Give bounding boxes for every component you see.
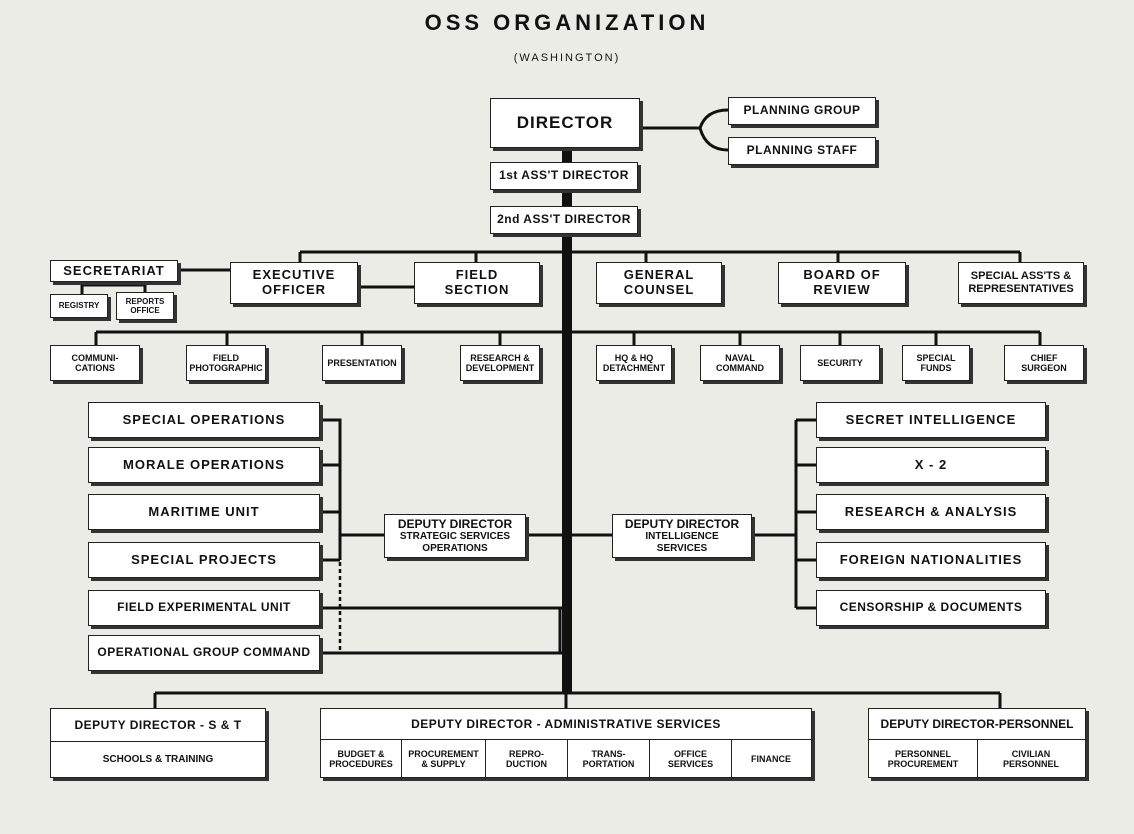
reproduction-cell[interactable]: REPRO- DUCTION [485,739,567,779]
research-analysis-box[interactable]: RESEARCH & ANALYSIS [816,494,1046,530]
censorship-documents-box[interactable]: CENSORSHIP & DOCUMENTS [816,590,1046,626]
special-projects-box[interactable]: SPECIAL PROJECTS [88,542,320,578]
security-box[interactable]: SECURITY [800,345,880,381]
deputy-director-admin-group[interactable]: DEPUTY DIRECTOR - ADMINISTRATIVE SERVICE… [320,708,812,779]
naval-command-box[interactable]: NAVAL COMMAND [700,345,780,381]
board-of-review-box[interactable]: BOARD OF REVIEW [778,262,906,304]
morale-operations-box[interactable]: MORALE OPERATIONS [88,447,320,483]
planning-staff-box[interactable]: PLANNING STAFF [728,137,876,165]
special-funds-box[interactable]: SPECIAL FUNDS [902,345,970,381]
communications-box[interactable]: COMMUNI- CATIONS [50,345,140,381]
office-services-cell[interactable]: OFFICE SERVICES [649,739,731,779]
field-experimental-unit-box[interactable]: FIELD EXPERIMENTAL UNIT [88,590,320,626]
x2-box[interactable]: X - 2 [816,447,1046,483]
deputy-director-intelligence-box[interactable]: DEPUTY DIRECTOR INTELLIGENCE SERVICES [612,514,752,558]
research-development-box[interactable]: RESEARCH & DEVELOPMENT [460,345,540,381]
second-asst-director-box[interactable]: 2nd ASS'T DIRECTOR [490,206,638,234]
general-counsel-box[interactable]: GENERAL COUNSEL [596,262,722,304]
deputy-director-ss-operations-box[interactable]: DEPUTY DIRECTOR STRATEGIC SERVICES OPERA… [384,514,526,558]
transportation-cell[interactable]: TRANS- PORTATION [567,739,649,779]
executive-officer-box[interactable]: EXECUTIVE OFFICER [230,262,358,304]
st-header: DEPUTY DIRECTOR - S & T [51,709,265,742]
director-box[interactable]: DIRECTOR [490,98,640,148]
schools-training-cell: SCHOOLS & TRAINING [102,754,214,766]
chief-surgeon-box[interactable]: CHIEF SURGEON [1004,345,1084,381]
procurement-supply-cell[interactable]: PROCUREMENT & SUPPLY [401,739,485,779]
personnel-procurement-cell[interactable]: PERSONNEL PROCUREMENT [887,748,959,769]
operational-group-command-box[interactable]: OPERATIONAL GROUP COMMAND [88,635,320,671]
special-operations-box[interactable]: SPECIAL OPERATIONS [88,402,320,438]
field-section-box[interactable]: FIELD SECTION [414,262,540,304]
chart-title: OSS ORGANIZATION [424,10,710,35]
planning-group-box[interactable]: PLANNING GROUP [728,97,876,125]
presentation-box[interactable]: PRESENTATION [322,345,402,381]
admin-header: DEPUTY DIRECTOR - ADMINISTRATIVE SERVICE… [321,709,811,740]
field-photographic-box[interactable]: FIELD PHOTOGRAPHIC [186,345,266,381]
secret-intelligence-box[interactable]: SECRET INTELLIGENCE [816,402,1046,438]
deputy-director-personnel-group[interactable]: DEPUTY DIRECTOR-PERSONNEL PERSONNEL PROC… [868,708,1086,779]
chart-subtitle: (WASHINGTON) [513,52,621,64]
secretariat-box[interactable]: SECRETARIAT [50,260,178,282]
reports-office-box[interactable]: REPORTS OFFICE [116,292,174,320]
special-assts-box[interactable]: SPECIAL ASS'TS & REPRESENTATIVES [958,262,1084,304]
maritime-unit-box[interactable]: MARITIME UNIT [88,494,320,530]
hq-detachment-box[interactable]: HQ & HQ DETACHMENT [596,345,672,381]
deputy-director-st-group[interactable]: DEPUTY DIRECTOR - S & T SCHOOLS & TRAINI… [50,708,266,778]
registry-box[interactable]: REGISTRY [50,294,108,318]
personnel-header: DEPUTY DIRECTOR-PERSONNEL [869,709,1085,740]
finance-cell[interactable]: FINANCE [731,739,810,779]
civilian-personnel-cell[interactable]: CIVILIAN PERSONNEL [977,739,1084,779]
budget-procedures-cell[interactable]: BUDGET & PROCEDURES [329,748,393,769]
first-asst-director-box[interactable]: 1st ASS'T DIRECTOR [490,162,638,190]
foreign-nationalities-box[interactable]: FOREIGN NATIONALITIES [816,542,1046,578]
